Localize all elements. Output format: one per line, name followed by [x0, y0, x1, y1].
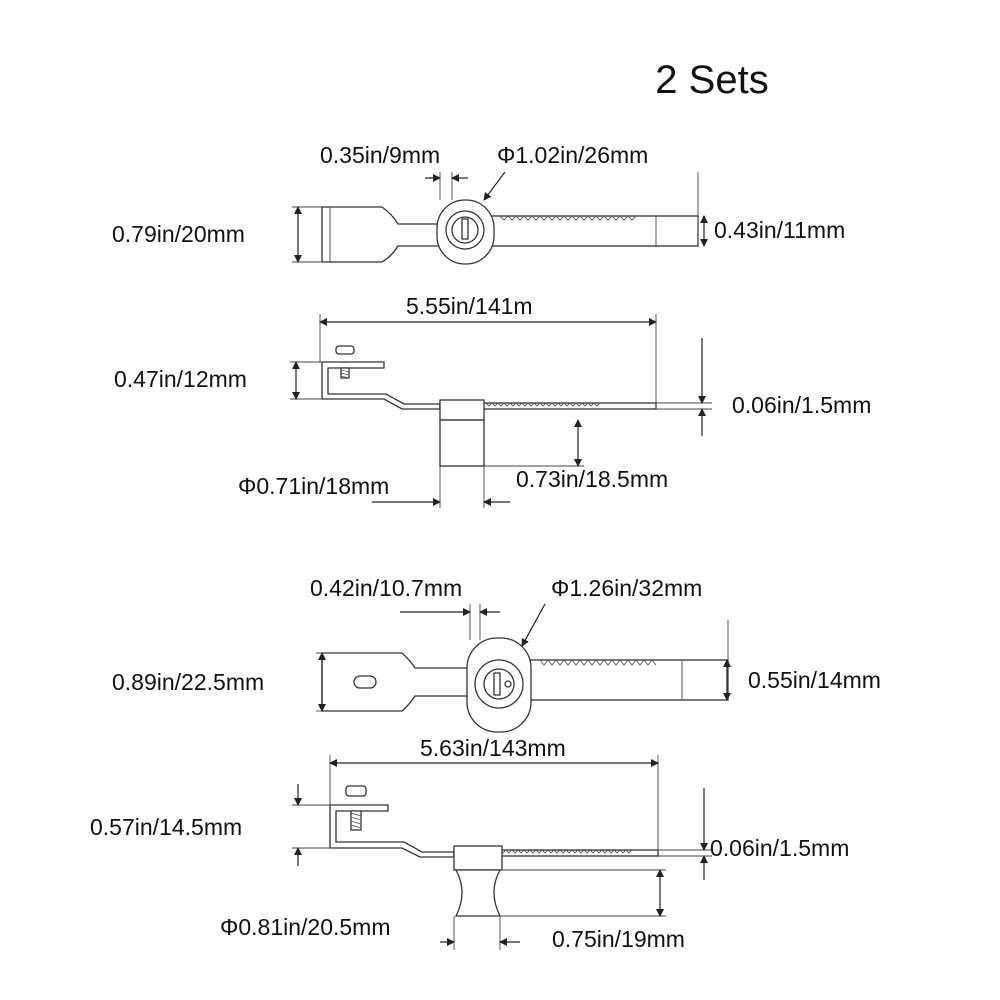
- set1-side-length-label: 5.55in/141m: [406, 293, 533, 319]
- set1-side-body: [439, 419, 485, 467]
- set1-top-head-width-label: 0.79in/20mm: [112, 221, 245, 247]
- set2-side-length-label: 5.63in/143mm: [420, 735, 566, 761]
- set2-top-head-width-label: 0.89in/22.5mm: [112, 669, 264, 695]
- set1-side-body-top: [439, 399, 485, 421]
- set1-side-hook: [321, 361, 441, 410]
- set2-side-screw-head: [345, 785, 367, 797]
- page-title: 2 Sets: [655, 58, 768, 102]
- set1-top-bar-width-label: 0.43in/11mm: [714, 217, 845, 243]
- set2-top-view: 0.89in/22.5mm 0.55in/14mm 0.42in/10.7mm …: [112, 575, 881, 733]
- set1-top-view: 0.79in/20mm 0.43in/11mm 0.35in/9mm Φ1.02…: [112, 142, 845, 265]
- set2-side-hook-height-label: 0.57in/14.5mm: [90, 814, 242, 840]
- set2-side-thickness-label: 0.06in/1.5mm: [710, 835, 849, 861]
- set2-top-keyhole-icon: [493, 672, 501, 696]
- set2-side-body-top: [453, 845, 503, 871]
- set2-side-body: [454, 869, 502, 917]
- set1-side-screw-head: [335, 345, 355, 355]
- set1-side-body-diameter-label: Φ0.71in/18mm: [238, 473, 389, 499]
- set1-top-keyhole-icon: [461, 218, 469, 240]
- set1-top-key-width-label: 0.35in/9mm: [320, 142, 440, 168]
- set1-side-thickness-label: 0.06in/1.5mm: [732, 392, 871, 418]
- set1-top-cylinder-diameter-label: Φ1.02in/26mm: [497, 142, 648, 168]
- set1-side-body-height-label: 0.73in/18.5mm: [516, 466, 668, 492]
- set2-side-body-height-label: 0.75in/19mm: [552, 926, 685, 952]
- set2-side-view: 5.63in/143mm 0.57in/14.5mm 0.06in/1.5mm …: [90, 735, 849, 952]
- set2-top-bar-width-label: 0.55in/14mm: [748, 667, 881, 693]
- set2-side-hook: [329, 804, 455, 858]
- set1-top-head: [321, 206, 441, 263]
- set2-top-key-width-label: 0.42in/10.7mm: [310, 575, 462, 601]
- set2-top-cylinder-diameter-label: Φ1.26in/32mm: [551, 575, 702, 601]
- set2-side-body-diameter-label: Φ0.81in/20.5mm: [220, 914, 391, 940]
- set1-side-hook-height-label: 0.47in/12mm: [114, 366, 247, 392]
- set2-top-head: [321, 652, 481, 712]
- set1-side-view: 5.55in/141m 0.47in/12mm 0.06in/1.5mm Φ0.…: [114, 293, 871, 508]
- set2-top-slot: [353, 675, 377, 689]
